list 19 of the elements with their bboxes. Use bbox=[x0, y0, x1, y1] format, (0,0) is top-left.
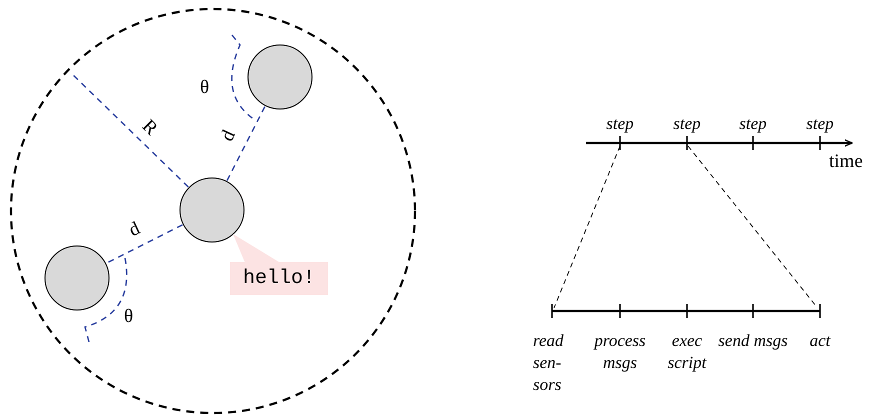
step-label: step bbox=[672, 114, 702, 134]
dashed-circle bbox=[10, 8, 416, 414]
phase-label: send msgs bbox=[718, 330, 788, 352]
phase-label: read sen-sors bbox=[533, 330, 565, 396]
phase-label: act bbox=[808, 330, 832, 352]
robot-circle bbox=[247, 44, 313, 110]
angle-label: θ bbox=[200, 78, 210, 98]
robot-circle bbox=[179, 177, 245, 243]
step-label: step bbox=[805, 114, 835, 134]
phase-label: process msgs bbox=[592, 330, 647, 374]
step-label: step bbox=[738, 114, 768, 134]
axis-label: time bbox=[829, 152, 863, 172]
phase-label: exec script bbox=[666, 330, 708, 374]
dimension-label: d bbox=[126, 218, 144, 242]
robot-circle bbox=[44, 245, 110, 311]
dimension-label: R bbox=[138, 116, 161, 140]
step-label: step bbox=[605, 114, 635, 134]
dimension-label: d bbox=[218, 127, 240, 145]
angle-label: θ bbox=[124, 307, 134, 327]
